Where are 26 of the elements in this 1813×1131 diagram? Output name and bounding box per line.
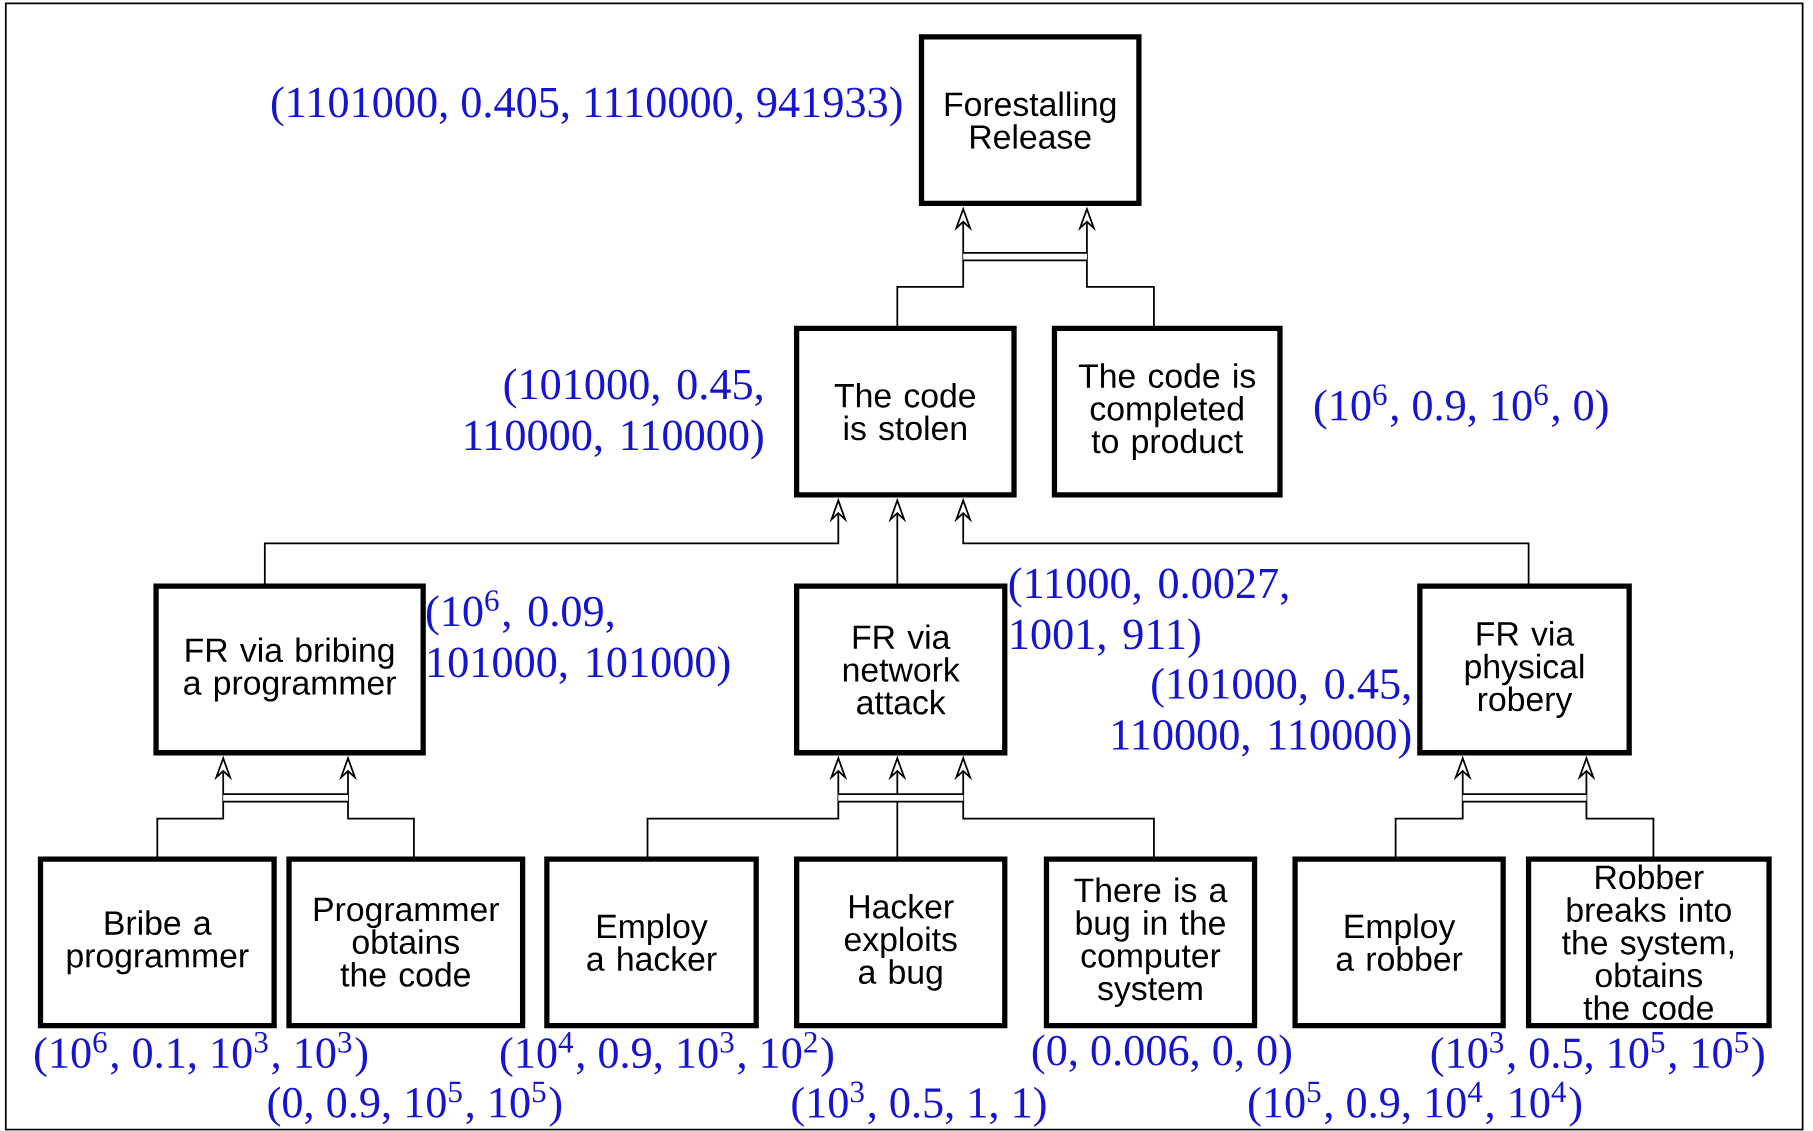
value-label: (1101000, 0.405, 1110000, 941933) bbox=[271, 86, 902, 127]
value-label: (101000, 0.45, 110000, 110000) bbox=[1113, 667, 1411, 760]
node-box: FR via physical robery bbox=[1417, 583, 1632, 756]
value-label: (10$^{4}$, 0.9, 10$^{3}$, 10$^{2}$) bbox=[500, 1032, 833, 1078]
node-box: FR via network attack bbox=[794, 583, 1008, 756]
node-box: The code is completed to product bbox=[1051, 325, 1283, 498]
node-box: Hacker exploits a bug bbox=[794, 856, 1008, 1029]
node-box: Employ a hacker bbox=[544, 856, 759, 1029]
node-box: Programmer obtains the code bbox=[286, 856, 526, 1029]
value-label: (10$^{6}$, 0.09, 101000, 101000) bbox=[426, 590, 730, 687]
node-box: FR via bribing a programmer bbox=[153, 583, 426, 756]
value-label: (101000, 0.45, 110000, 110000) bbox=[465, 368, 763, 460]
value-label: (11000, 0.0027, 1001, 911) bbox=[1009, 567, 1288, 659]
node-box: There is a bug in the computer system bbox=[1043, 856, 1258, 1029]
value-label: (0, 0.006, 0, 0) bbox=[1032, 1034, 1291, 1075]
value-label: (0, 0.9, 10$^{5}$, 10$^{5}$) bbox=[268, 1081, 562, 1127]
value-label: (10$^{5}$, 0.9, 10$^{4}$, 10$^{4}$) bbox=[1249, 1081, 1582, 1127]
node-box: Bribe a programmer bbox=[37, 856, 277, 1029]
node-box: Robber breaks into the system, obtains the code bbox=[1525, 856, 1772, 1029]
node-box: The code is stolen bbox=[794, 325, 1017, 498]
value-label: (10$^{3}$, 0.5, 1, 1) bbox=[792, 1081, 1046, 1127]
node-box: Forestalling Release bbox=[918, 34, 1142, 207]
node-box: Employ a robber bbox=[1292, 856, 1506, 1029]
value-label: (10$^{6}$, 0.1, 10$^{3}$, 10$^{3}$) bbox=[35, 1032, 368, 1078]
value-label: (10$^{3}$, 0.5, 10$^{5}$, 10$^{5}$) bbox=[1431, 1032, 1764, 1078]
value-label: (10$^{6}$, 0.9, 10$^{6}$, 0) bbox=[1314, 384, 1608, 430]
